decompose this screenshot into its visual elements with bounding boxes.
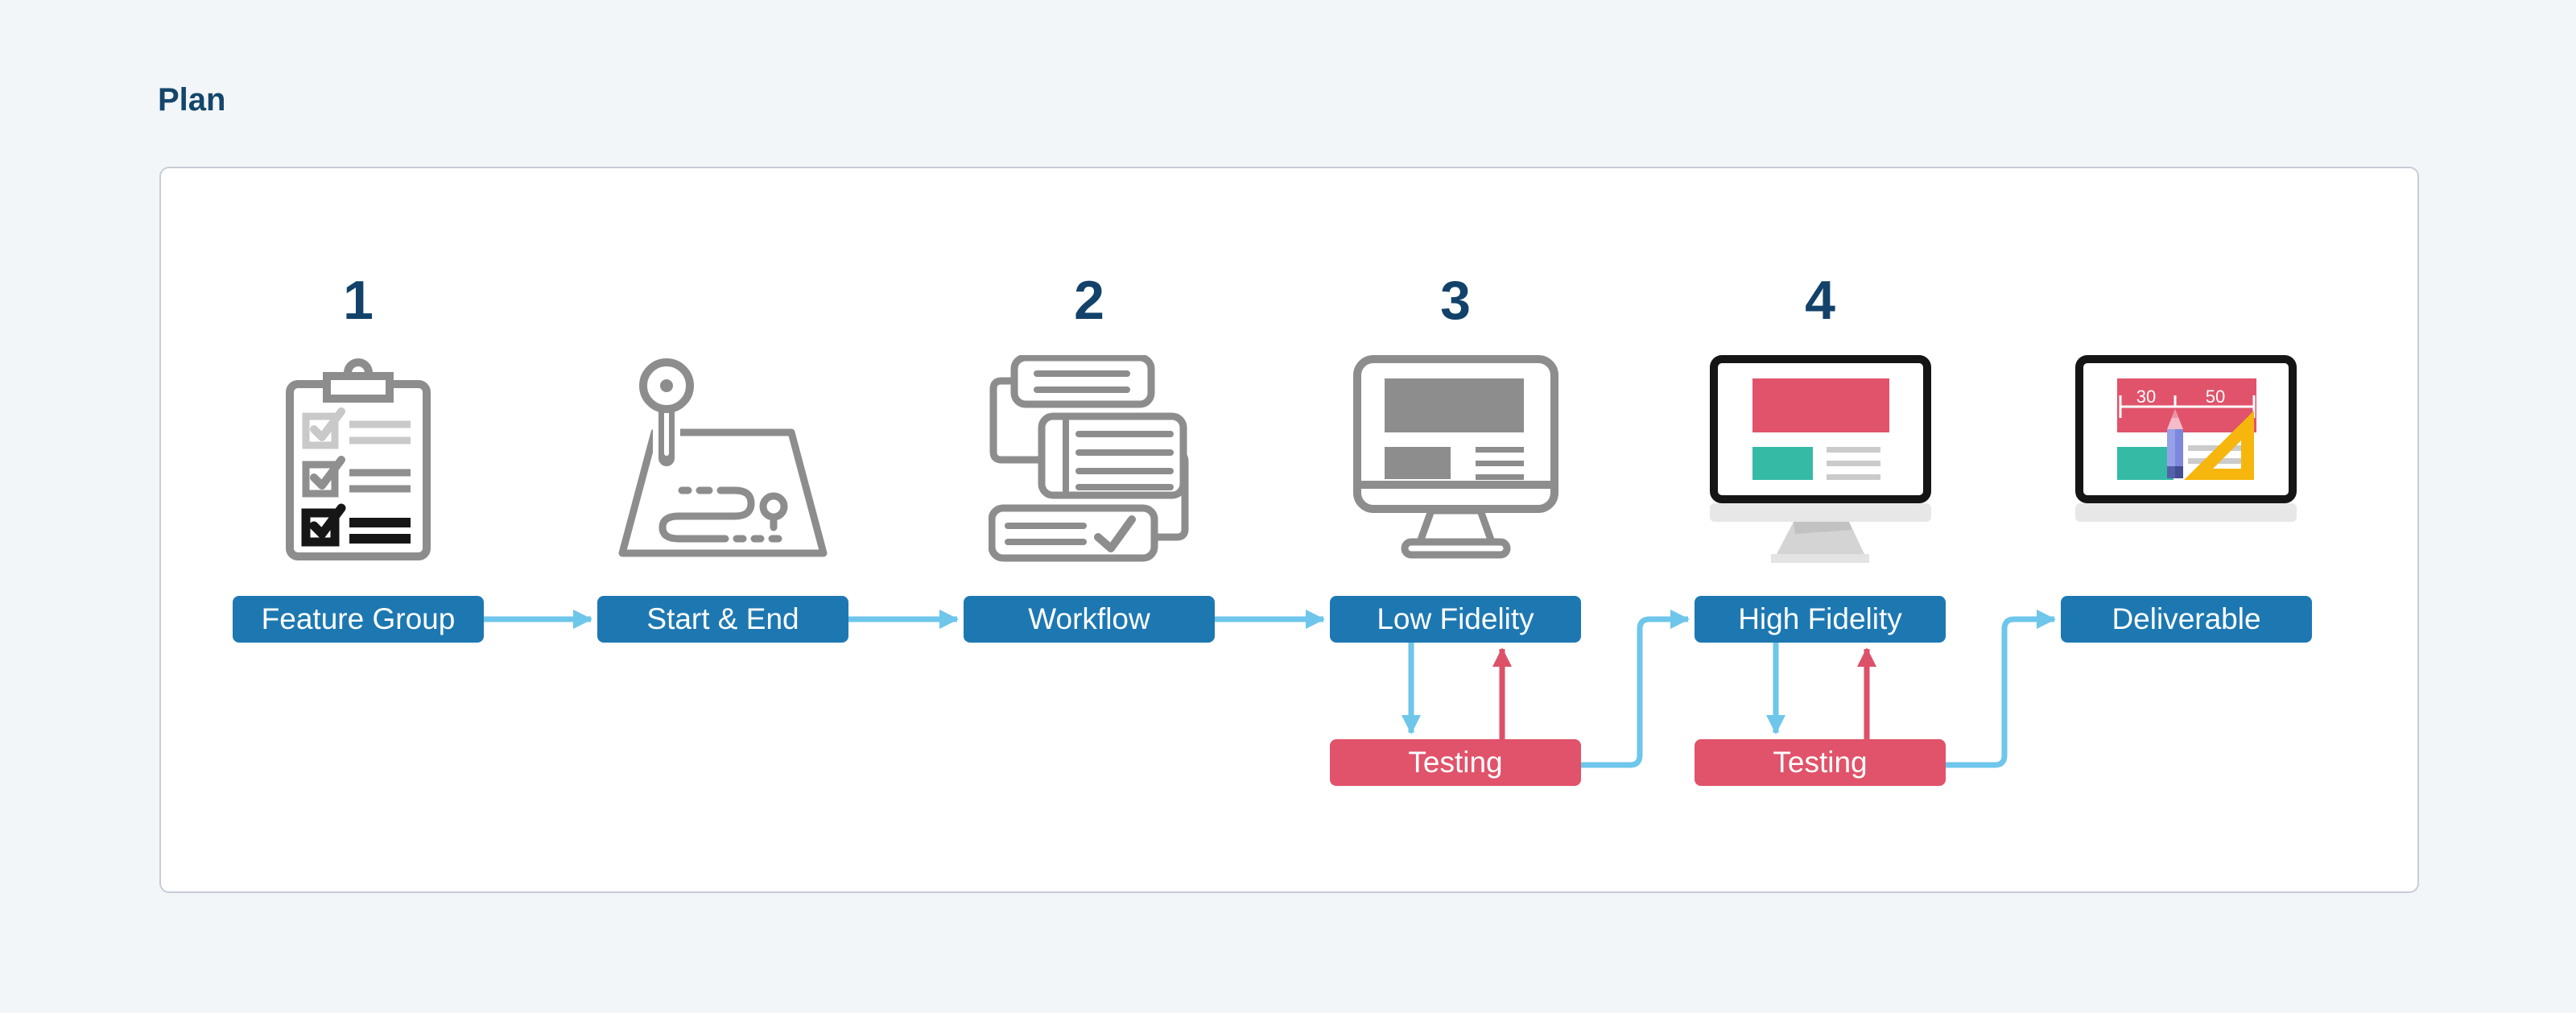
diagram-card xyxy=(159,167,2419,893)
node-low-fidelity: Low Fidelity xyxy=(1330,596,1581,643)
step-number-3: 3 xyxy=(1440,270,1471,331)
deliverable-monitor-icon: 30 50 xyxy=(2075,355,2297,567)
node-high-fidelity: High Fidelity xyxy=(1695,596,1946,643)
wireframe-monitor-icon xyxy=(1353,355,1558,567)
node-feature-group: Feature Group xyxy=(233,596,484,643)
node-deliverable: Deliverable xyxy=(2061,596,2312,643)
step-number-1: 1 xyxy=(343,270,374,331)
measure-left-value: 30 xyxy=(2136,387,2156,407)
map-route-icon xyxy=(606,355,840,567)
step-number-2: 2 xyxy=(1074,270,1104,331)
measure-right-value: 50 xyxy=(2206,387,2225,407)
page-title: Plan xyxy=(158,82,226,118)
mockup-monitor-icon xyxy=(1710,355,1931,567)
node-start-end: Start & End xyxy=(597,596,848,643)
clipboard-checklist-icon xyxy=(282,355,435,567)
workflow-cards-icon xyxy=(988,354,1190,567)
node-workflow: Workflow xyxy=(964,596,1215,643)
node-testing-high-fidelity: Testing xyxy=(1695,739,1946,786)
step-number-4: 4 xyxy=(1805,270,1835,331)
node-testing-low-fidelity: Testing xyxy=(1330,739,1581,786)
